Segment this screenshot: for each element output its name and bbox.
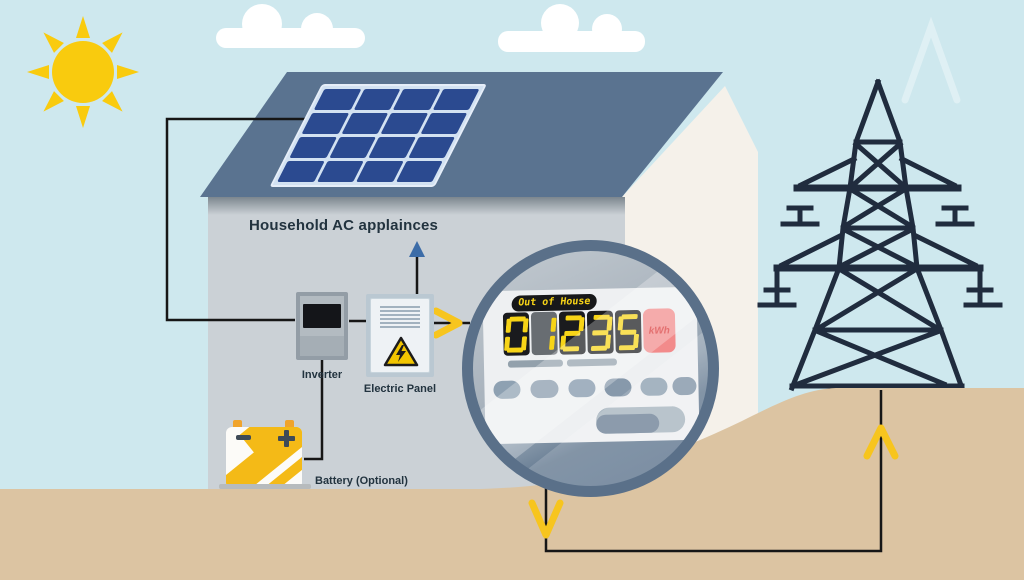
vent-line (380, 306, 420, 308)
arrow-down-icon (528, 499, 564, 539)
battery-body (226, 427, 302, 486)
meter-unit-badge: kWh (642, 308, 676, 353)
meter-digit (586, 310, 614, 355)
meter-button (640, 377, 668, 396)
meter-digit (614, 309, 642, 354)
meter-header: Out of House (510, 293, 598, 312)
meter-dash (566, 358, 618, 367)
meter-port-inner (596, 413, 660, 434)
solar-cell (432, 89, 480, 110)
ground (0, 388, 1024, 580)
vent-line (380, 326, 420, 328)
vent-line (380, 318, 420, 320)
inverter-unit (296, 292, 348, 360)
cloud-icon (216, 4, 365, 48)
appliances-label: Household AC applainces (249, 217, 439, 234)
meter-dash (507, 359, 564, 368)
arrow-up-icon (409, 241, 425, 257)
wire-meter-to-grid (544, 390, 883, 553)
wire-inverter-to-battery (304, 360, 324, 461)
smart-meter-icon: Out of House kWh (462, 240, 719, 497)
watermark (901, 16, 961, 104)
inverter-label: Inverter (301, 369, 343, 381)
wire-panel-to-inverter (165, 117, 310, 322)
solar-cell (420, 113, 468, 134)
transmission-tower-icon (757, 78, 1003, 392)
meter-digit (558, 311, 586, 355)
arrow-up-icon (863, 424, 899, 460)
battery-label: Battery (Optional) (315, 475, 408, 487)
plus-sign (278, 436, 295, 441)
meter-reading (502, 309, 642, 356)
meter-face: Out of House kWh (482, 286, 700, 445)
meter-button (672, 376, 697, 396)
cloud-icon (498, 4, 645, 52)
meter-button (493, 380, 521, 400)
solar-cell (407, 137, 455, 158)
meter-digit (502, 312, 530, 356)
arrow-right-icon (432, 307, 463, 339)
electric-panel-unit (366, 294, 434, 377)
battery-base (219, 484, 311, 489)
roof-shadow (208, 197, 625, 215)
vent-line (380, 314, 420, 316)
meter-digit (530, 311, 558, 356)
minus-sign (236, 435, 251, 440)
sun-icon (27, 16, 139, 128)
vent-line (380, 322, 420, 324)
warning-triangle-icon (383, 336, 419, 367)
meter-button (604, 378, 632, 397)
battery-terminal (233, 420, 242, 429)
meter-button (530, 379, 559, 399)
meter-button (568, 378, 596, 398)
inverter-screen (303, 304, 341, 328)
inverter-lower-panel (300, 336, 344, 356)
solar-cell (395, 161, 443, 182)
battery-icon (219, 419, 311, 491)
electric-panel-label: Electric Panel (363, 383, 437, 395)
vent-line (380, 310, 420, 312)
battery-terminal (285, 420, 294, 429)
